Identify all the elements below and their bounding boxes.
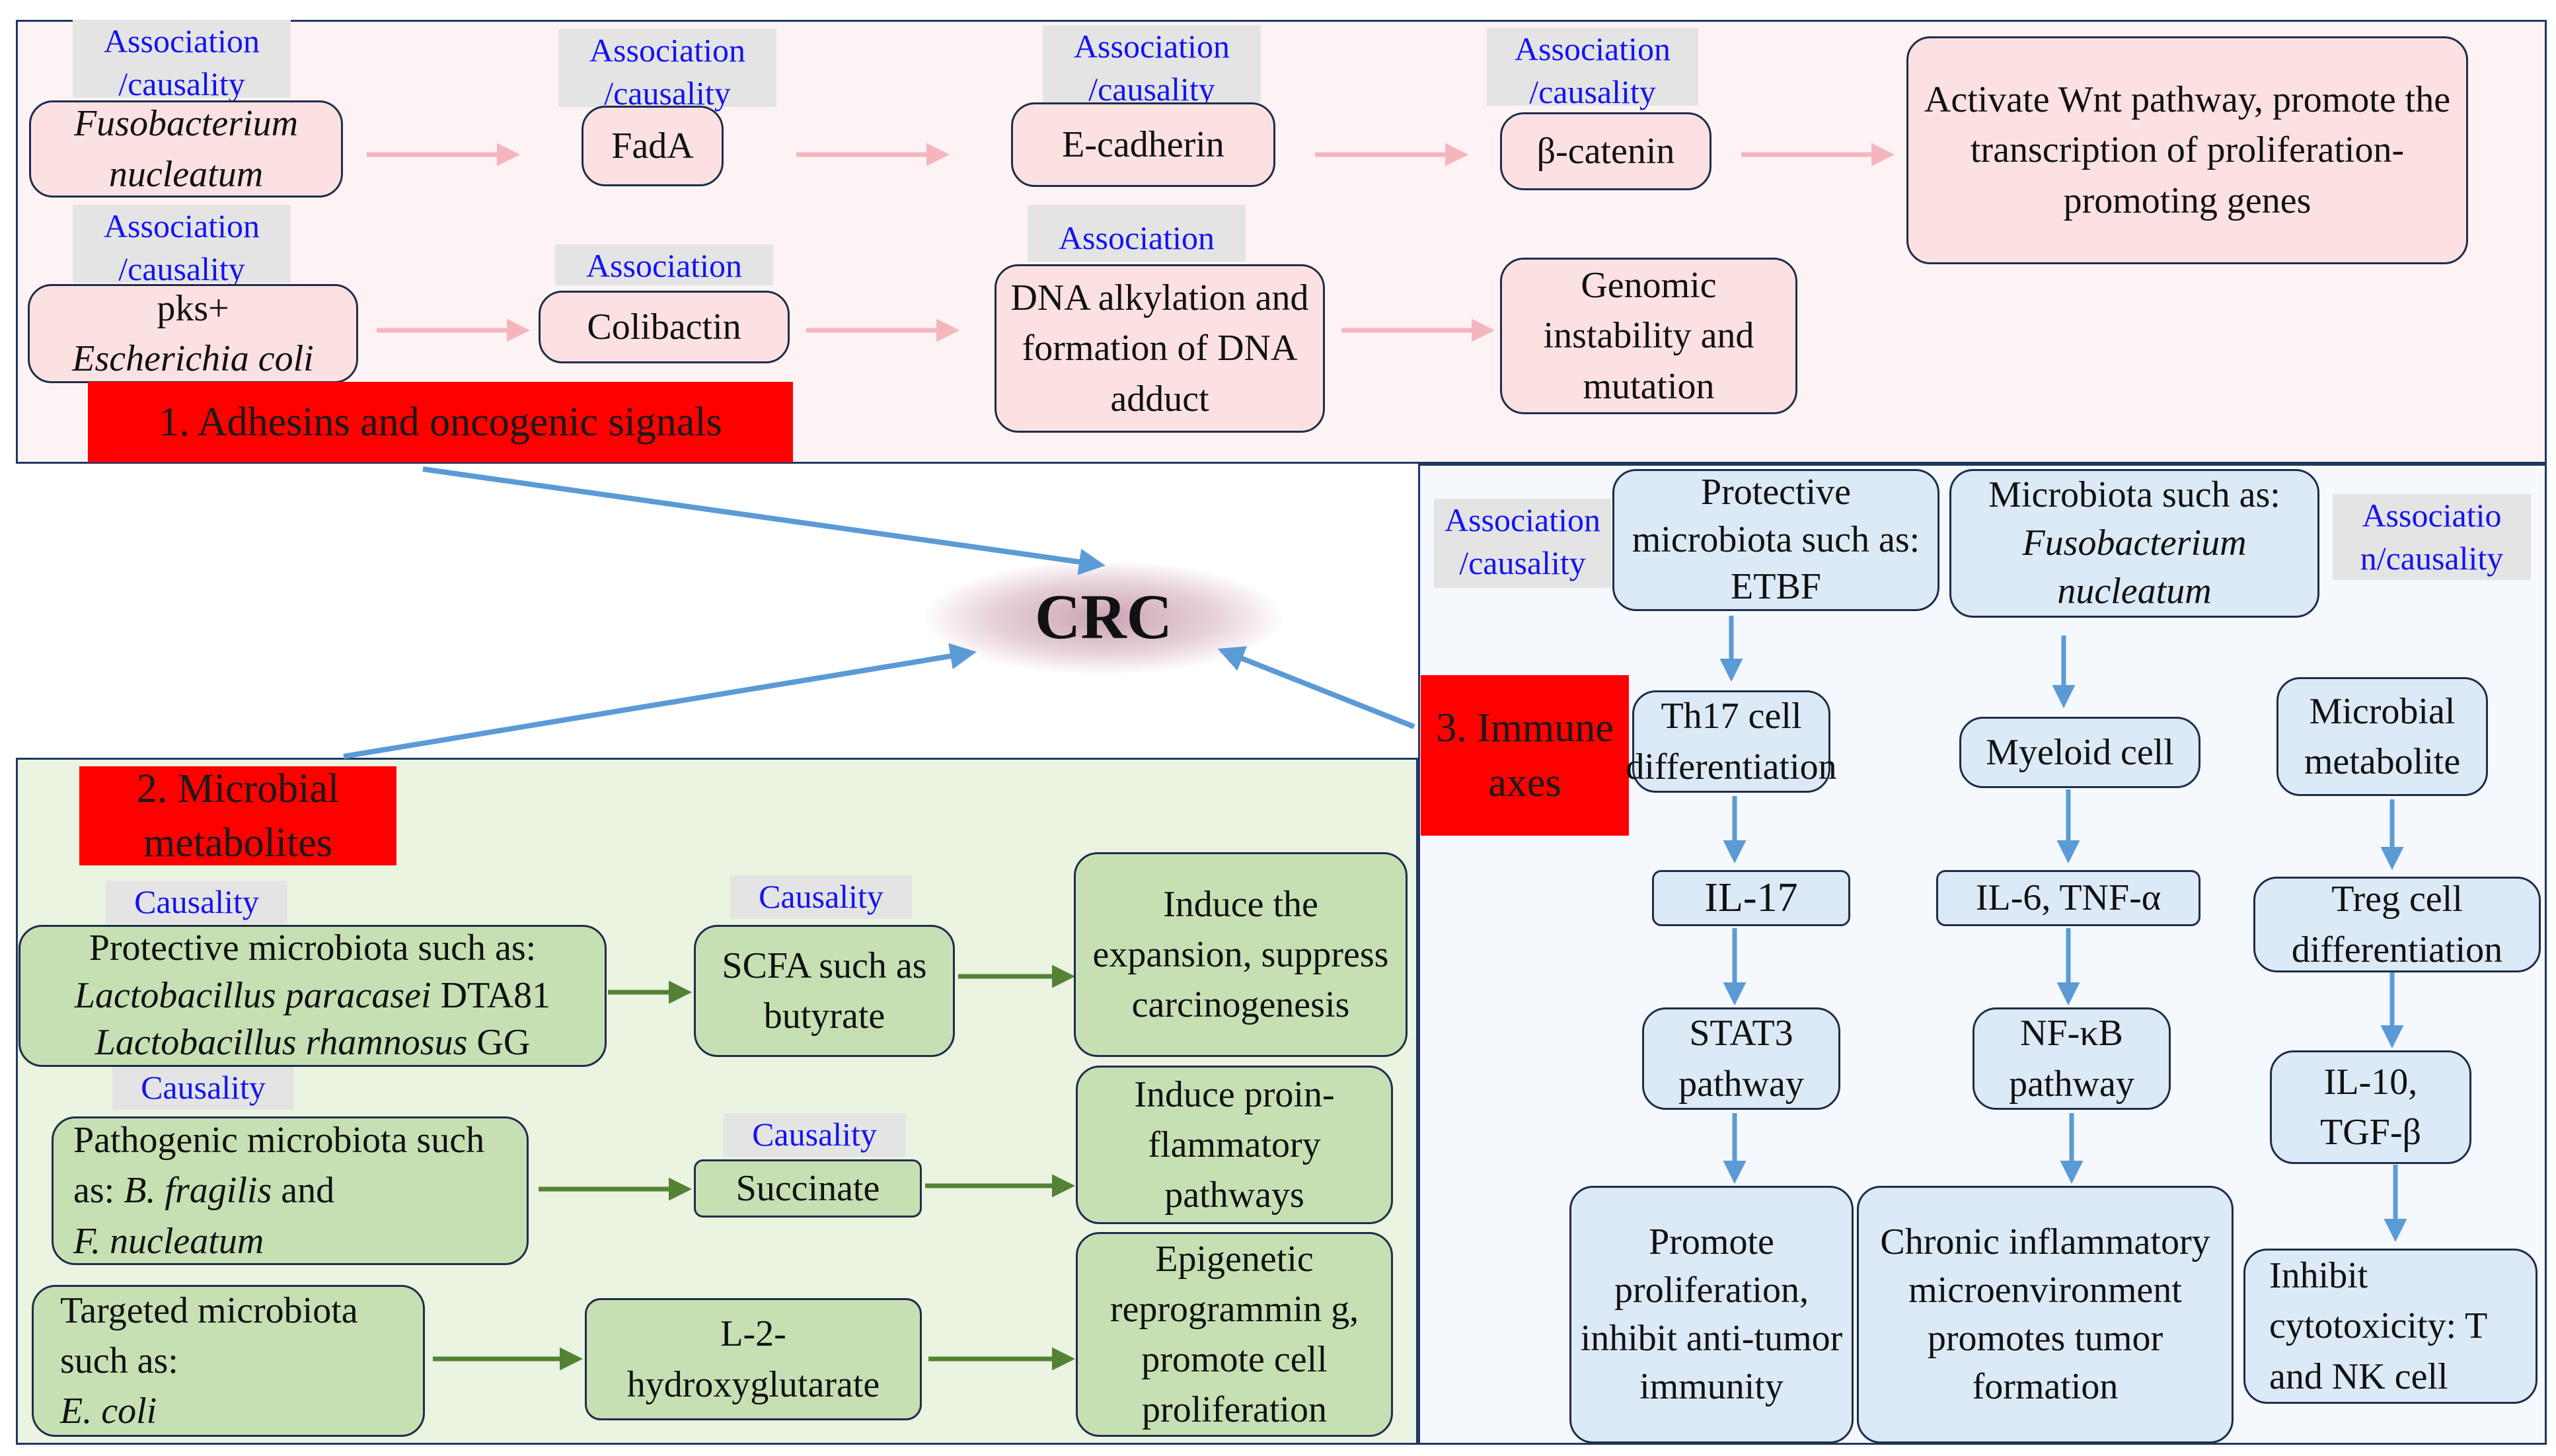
node-induce-expansion: Induce the expansion, suppress carcinoge… [1074,852,1408,1057]
node-colibactin: Colibactin [539,291,790,363]
tag-immune-left: Association/causality [1434,499,1611,588]
node-genomic-instability: Genomic instability and mutation [1500,258,1797,414]
node-chronic-inflammatory: Chronic inflammatory microenvironment pr… [1857,1186,2234,1443]
node-succinate: Succinate [694,1159,922,1218]
node-scfa: SCFA such as butyrate [694,925,955,1057]
tag-path: Causality [112,1066,294,1110]
node-inhibit-cytotoxicity: Inhibit cytotoxicity: T and NK cell [2243,1249,2537,1404]
node-protective-microbiota: Protective microbiota such as: Lactobaci… [19,925,607,1067]
node-il10-tgf: IL-10, TGF-β [2270,1050,2471,1164]
node-l2hg: L-2-hydroxyglutarate [585,1298,922,1420]
node-microbial-metabolite: Microbial metabolite [2276,677,2488,796]
node-promote-proliferation: Promote proliferation, inhibit anti-tumo… [1569,1186,1854,1443]
tag-colibactin: Association [555,244,773,285]
node-bcatenin: β-catenin [1500,112,1711,190]
node-pks-ecoli: pks+Escherichia coli [28,284,358,383]
tag-prot: Causality [106,881,287,924]
node-targeted-microbiota: Targeted microbiota such as:E. coli [32,1285,425,1437]
tag-dna: Association [1028,205,1246,262]
node-epigenetic: Epigenetic reprogrammin g, promote cell … [1076,1232,1393,1437]
node-pathogenic-microbiota: Pathogenic microbiota such as: B. fragil… [52,1116,529,1265]
node-il17: IL-17 [1652,870,1850,926]
node-nfkb: NF-κB pathway [1973,1007,2171,1110]
node-protective-etbf: Protective microbiota such as: ETBF [1612,469,1939,611]
arrow-sec1-crc [422,466,1106,575]
node-ecadherin: E-cadherin [1011,102,1275,187]
node-wnt: Activate Wnt pathway, promote the transc… [1906,36,2468,264]
node-stat3: STAT3 pathway [1642,1007,1840,1110]
node-treg: Treg cell differentiation [2253,877,2541,972]
arrow-sec2-crc [343,643,977,759]
node-microbiota-fuso: Microbiota such as:Fusobacterium nucleat… [1949,469,2319,618]
node-myeloid: Myeloid cell [1959,717,2200,788]
crc-label: CRC [1035,581,1172,652]
tag-bcat: Association/causality [1487,28,1698,110]
section3-title: 3. Immune axes [1421,675,1629,836]
node-il6-tnf: IL-6, TNF-α [1936,870,2200,926]
tag-fada: Association/causality [558,29,776,112]
tag-ecad: Association/causality [1043,25,1261,108]
tag-scfa: Causality [730,875,912,919]
tag-fuso: Association/causality [73,20,291,102]
arrow-sec3-crc [1217,646,1415,729]
node-proinflammatory: Induce proin-flammatory pathways [1076,1066,1393,1224]
section2-title: 2. Microbial metabolites [79,766,396,865]
tag-succ: Causality [724,1113,905,1157]
node-th17: Th17 cell differentiation [1626,690,1837,793]
node-dna-alkylation: DNA alkylation and formation of DNA addu… [995,264,1325,433]
node-fada: FadA [582,106,724,186]
section1-title: 1. Adhesins and oncogenic signals [88,382,793,462]
tag-pks: Association/causality [73,205,291,287]
